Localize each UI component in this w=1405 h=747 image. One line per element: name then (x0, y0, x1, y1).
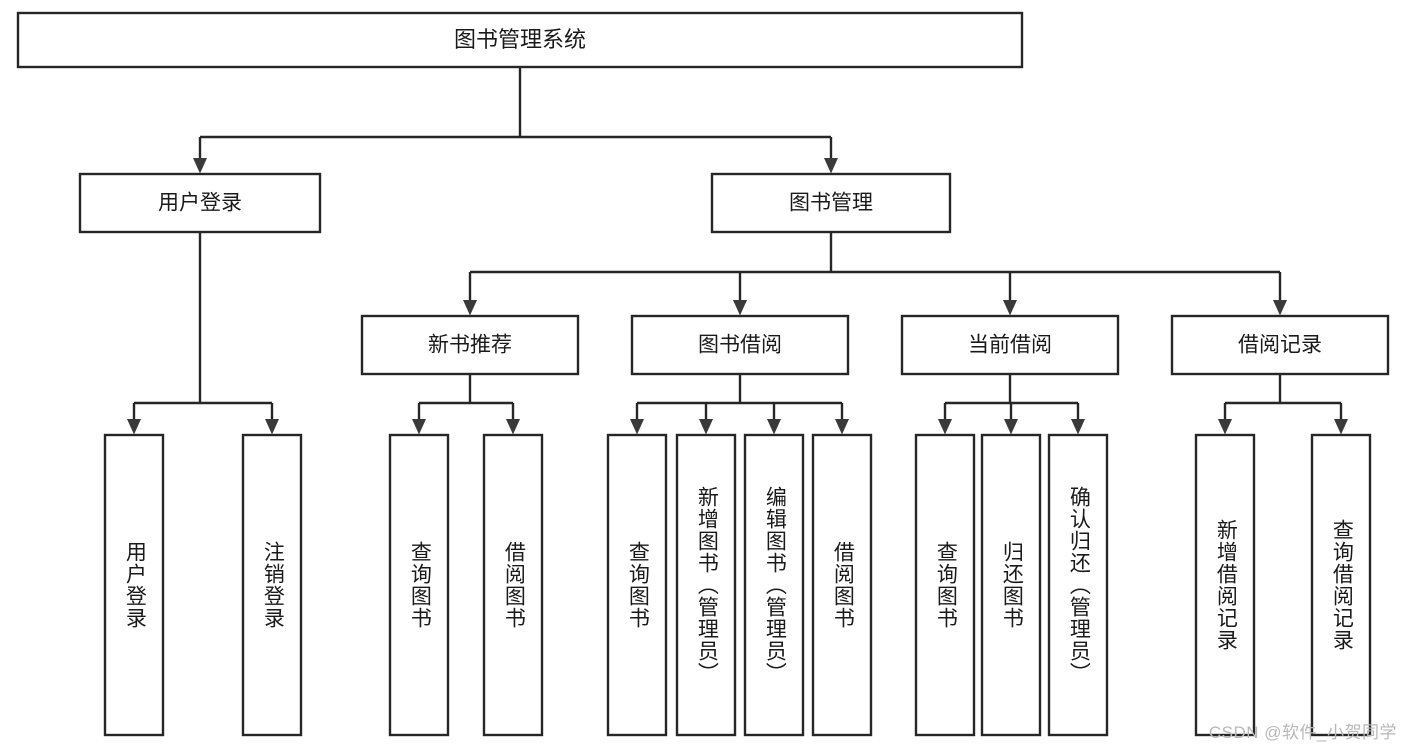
node-label-current-borrow: 当前借阅 (968, 334, 1052, 357)
arrow-head-icon (938, 419, 952, 435)
arrow-head-icon (1003, 300, 1017, 316)
node-box-user-login[interactable] (78, 172, 322, 234)
connector-group-book-borrow (630, 374, 849, 435)
connector-group-new-book-recommend (412, 374, 520, 435)
arrow-head-icon (1004, 419, 1018, 435)
arrow-head-icon (127, 419, 141, 435)
node-label-borrow-record: 借阅记录 (1238, 334, 1322, 357)
arrow-head-icon (412, 419, 426, 435)
node-box-current-borrow[interactable] (900, 314, 1120, 376)
arrow-head-icon (463, 300, 477, 316)
node-box-borrow-record[interactable] (1170, 314, 1390, 376)
arrow-head-icon (1334, 419, 1348, 435)
arrow-head-icon (1218, 419, 1232, 435)
node-box-book-borrow[interactable] (630, 314, 850, 376)
node-label-new-book-recommend: 新书推荐 (428, 334, 512, 357)
node-box-leaf-confirm-return[interactable] (1047, 433, 1109, 737)
node-box-leaf-user-login[interactable] (103, 433, 165, 737)
arrow-head-icon (699, 419, 713, 435)
node-box-root[interactable] (16, 11, 1024, 69)
node-box-leaf-query-book-2[interactable] (606, 433, 668, 737)
node-box-leaf-logout[interactable] (241, 433, 303, 737)
node-box-leaf-query-book-3[interactable] (914, 433, 976, 737)
node-box-leaf-add-record[interactable] (1194, 433, 1256, 737)
node-label-book-manage: 图书管理 (789, 192, 873, 215)
node-label-book-borrow: 图书借阅 (698, 334, 782, 357)
arrow-head-icon (733, 300, 747, 316)
arrow-head-icon (767, 419, 781, 435)
node-box-leaf-query-record[interactable] (1310, 433, 1372, 737)
arrow-head-icon (265, 419, 279, 435)
connector-group-current-borrow (938, 374, 1085, 435)
node-label-root: 图书管理系统 (454, 27, 586, 52)
arrow-head-icon (835, 419, 849, 435)
node-box-leaf-return-book[interactable] (980, 433, 1042, 737)
node-box-book-manage[interactable] (710, 172, 952, 234)
node-box-leaf-edit-book[interactable] (743, 433, 805, 737)
connector-group-root (193, 67, 838, 174)
connector-group-borrow-record (1218, 374, 1348, 435)
connector-group-book-manage (463, 232, 1287, 316)
arrow-head-icon (506, 419, 520, 435)
arrow-head-icon (1273, 300, 1287, 316)
arrow-head-icon (193, 158, 207, 174)
arrow-head-icon (824, 158, 838, 174)
node-box-leaf-add-book[interactable] (675, 433, 737, 737)
node-box-leaf-borrow-book-1[interactable] (482, 433, 544, 737)
connector-group-user-login (127, 232, 279, 435)
arrow-head-icon (630, 419, 644, 435)
node-box-new-book-recommend[interactable] (360, 314, 580, 376)
node-box-leaf-query-book-1[interactable] (388, 433, 450, 737)
node-box-leaf-borrow-book-2[interactable] (811, 433, 873, 737)
arrow-head-icon (1071, 419, 1085, 435)
node-label-user-login: 用户登录 (158, 192, 242, 215)
watermark-label: CSDN @软件_小贺同学 (1208, 723, 1397, 742)
